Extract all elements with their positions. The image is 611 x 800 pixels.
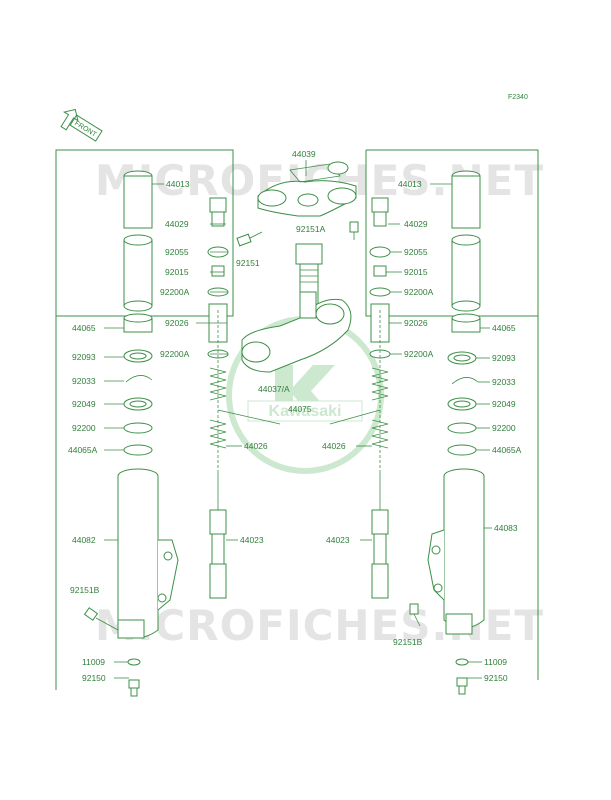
label-92150-left: 92150: [82, 673, 106, 683]
left-outer-tube: [117, 468, 179, 639]
label-92151: 92151: [236, 258, 260, 268]
leader-lines: [104, 160, 492, 679]
right-drain-bolt-92150: [456, 677, 468, 695]
label-44013-left: 44013: [166, 179, 190, 189]
right-washer-11009: [455, 658, 469, 666]
label-11009-right: 11009: [484, 657, 507, 667]
label-92093-left: 92093: [72, 352, 96, 362]
bolt-92151: [236, 231, 263, 247]
right-bolt-92151b: [409, 603, 421, 627]
label-92200-left: 92200: [72, 423, 96, 433]
label-92015-right: 92015: [404, 267, 428, 277]
left-clip-92033: [125, 375, 153, 383]
left-seal-92049: [123, 397, 153, 411]
left-bushing-44065a: [123, 444, 153, 456]
label-44023-left: 44023: [240, 535, 264, 545]
right-oring-92055: [369, 246, 391, 258]
label-92026-right: 92026: [404, 318, 428, 328]
right-outer-tube: [427, 468, 485, 635]
left-spring-upper: [209, 367, 227, 401]
right-washer-92200a-1: [369, 287, 391, 297]
label-92093-right: 92093: [492, 353, 516, 363]
label-44039: 44039: [292, 149, 316, 159]
right-fork-tube: [451, 170, 481, 312]
bolt-92151a: [349, 221, 359, 240]
label-44065-left: 44065: [72, 323, 96, 333]
left-spring-lower: [209, 419, 227, 449]
left-nut-92015: [211, 265, 225, 277]
label-44075: 44075: [288, 404, 312, 414]
right-spring-upper: [371, 367, 389, 401]
kawasaki-logo: Kawasaki: [226, 316, 384, 474]
label-44082: 44082: [72, 535, 96, 545]
label-92151b-right: 92151B: [393, 637, 423, 647]
left-washer-11009: [127, 658, 141, 666]
right-seal-92093: [447, 351, 477, 365]
label-92200a-right-1: 92200A: [404, 287, 434, 297]
label-92200a-right-2: 92200A: [404, 349, 434, 359]
right-clip-92033: [451, 377, 479, 385]
label-44026-left: 44026: [244, 441, 268, 451]
label-11009-left: 11009: [82, 657, 105, 667]
front-arrow-icon: FRONT: [60, 108, 103, 142]
figure-id: F2340: [508, 94, 528, 101]
label-92049-right: 92049: [492, 399, 516, 409]
label-92200a-left-2: 92200A: [160, 349, 190, 359]
right-assembly-box: [365, 149, 539, 680]
right-cap-44029: [371, 197, 389, 227]
kawasaki-logo-text: Kawasaki: [269, 403, 342, 420]
label-44029-left: 44029: [165, 219, 189, 229]
label-44065a-right: 44065A: [492, 445, 522, 455]
part-labels: 44039 44013 44029 92055 92151 92151A 920…: [68, 149, 522, 683]
right-damper-44023: [371, 470, 389, 599]
left-damper-44023: [209, 470, 227, 599]
label-92200-right: 92200: [492, 423, 516, 433]
label-44026-right: 44026: [322, 441, 346, 451]
label-92151b-left: 92151B: [70, 585, 100, 595]
right-seal-92049: [447, 397, 477, 411]
label-44029-right: 44029: [404, 219, 428, 229]
label-92150-right: 92150: [484, 673, 508, 683]
label-92055-right: 92055: [404, 247, 428, 257]
label-92200a-left-1: 92200A: [160, 287, 190, 297]
label-92055-left: 92055: [165, 247, 189, 257]
upper-bracket: [257, 161, 357, 217]
right-nut-92015: [373, 265, 387, 277]
label-92151a: 92151A: [296, 224, 326, 234]
label-44013-right: 44013: [398, 179, 422, 189]
label-44023-right: 44023: [326, 535, 350, 545]
label-92049-left: 92049: [72, 399, 96, 409]
left-bushing-44065: [123, 313, 153, 333]
left-cap-44029: [209, 197, 227, 227]
label-44037: 44037/A: [258, 384, 290, 394]
label-44065-right: 44065: [492, 323, 516, 333]
left-fork-tube: [123, 170, 153, 312]
right-bushing-44065: [451, 313, 481, 333]
left-washer-92200: [123, 422, 153, 434]
label-44083: 44083: [494, 523, 518, 533]
right-washer-92200: [447, 422, 477, 434]
lower-bracket: [241, 291, 352, 373]
left-bolt-92151b: [83, 607, 119, 631]
right-spring-lower: [371, 419, 389, 449]
left-seal-92093: [123, 349, 153, 363]
label-92033-left: 92033: [72, 376, 96, 386]
left-drain-bolt-92150: [128, 679, 140, 697]
label-44065a-left: 44065A: [68, 445, 98, 455]
label-92026-left: 92026: [165, 318, 189, 328]
right-bushing-44065a: [447, 444, 477, 456]
label-92033-right: 92033: [492, 377, 516, 387]
label-92015-left: 92015: [165, 267, 189, 277]
left-assembly-box: [55, 149, 234, 690]
